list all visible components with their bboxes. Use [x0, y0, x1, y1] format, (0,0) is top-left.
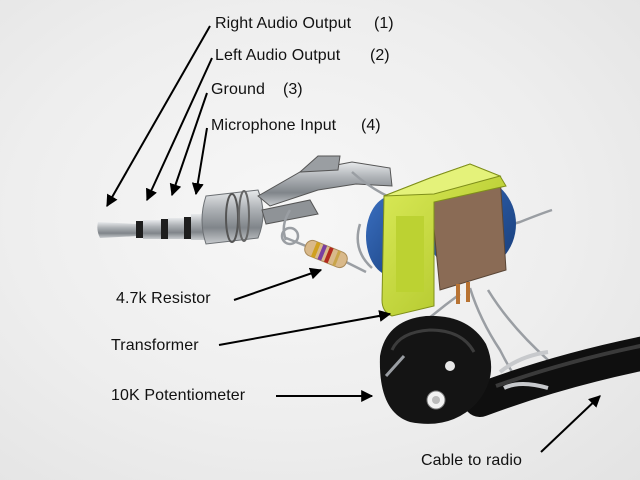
resistor-band	[323, 246, 334, 264]
pot-solder-point	[445, 361, 455, 371]
arrow-microphone	[191, 127, 208, 196]
arrow-resistor	[233, 267, 323, 301]
plug-insulator-ring	[184, 217, 191, 239]
cable-jacket	[463, 336, 640, 417]
plug-barrel	[201, 189, 264, 245]
label-ground: Ground	[211, 81, 265, 98]
plug-tip	[97, 222, 138, 238]
plug-ring-1	[143, 220, 161, 239]
plug-ring-2	[168, 218, 184, 239]
transformer-pin	[466, 282, 470, 302]
resistor-band	[317, 244, 328, 261]
label-ground-number: (3)	[283, 81, 303, 98]
resistor-band	[332, 250, 342, 267]
plug-solder-lug	[298, 155, 341, 173]
label-left-audio-output: Left Audio Output	[215, 47, 341, 64]
cable-conductor	[503, 382, 549, 390]
label-right-audio-output: Right Audio Output	[215, 15, 352, 32]
label-transformer: Transformer	[111, 337, 199, 354]
arrow-ground	[169, 92, 208, 197]
transformer	[366, 163, 516, 317]
audio-plug	[97, 155, 393, 245]
pot-lead	[384, 354, 406, 378]
label-microphone-number: (4)	[361, 117, 381, 134]
resistor-body	[304, 239, 348, 269]
plug-barrel-groove	[225, 193, 239, 243]
arrow-right-audio	[106, 25, 211, 208]
label-left-audio-number: (2)	[370, 47, 390, 64]
label-potentiometer: 10K Potentiometer	[111, 387, 246, 404]
pot-body	[379, 315, 492, 424]
transformer-pin	[456, 284, 460, 304]
label-microphone-input: Microphone Input	[211, 117, 337, 134]
cable-conductor	[498, 350, 549, 374]
pot-wiper-center	[432, 396, 440, 404]
resistor-band	[310, 241, 321, 259]
annotation-arrows	[106, 25, 601, 453]
plug-barrel-groove	[238, 190, 250, 242]
label-resistor: 4.7k Resistor	[116, 290, 211, 307]
cable-highlight	[495, 344, 640, 388]
label-cable-to-radio: Cable to radio	[421, 452, 523, 469]
label-right-audio-number: (1)	[374, 15, 394, 32]
transformer-bobbin-face	[396, 216, 424, 292]
arrow-cable	[540, 395, 601, 453]
transformer-bobbin-top	[383, 163, 502, 197]
arrow-transformer	[218, 310, 392, 346]
plug-insulator-ring	[136, 221, 143, 238]
potentiometer	[379, 315, 492, 424]
arrow-left-audio	[146, 57, 213, 202]
resistor	[280, 226, 367, 274]
radio-cable	[463, 336, 640, 417]
plug-insulator-ring	[161, 219, 168, 239]
pot-rim	[390, 328, 476, 353]
